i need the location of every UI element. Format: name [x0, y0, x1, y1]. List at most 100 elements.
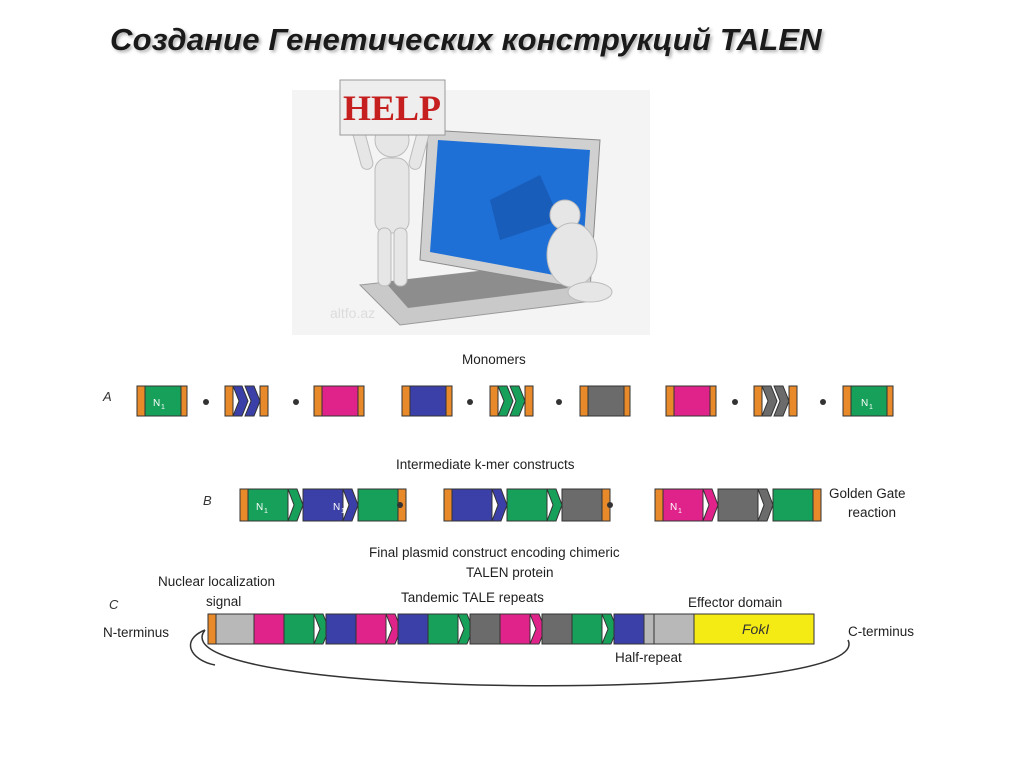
monomer-7-tail	[709, 385, 717, 417]
plasmid-loop-end	[189, 629, 216, 666]
construct-repeat-0	[253, 613, 285, 645]
kmer-1-body-2	[357, 488, 399, 522]
construct-repeat-10	[613, 613, 645, 645]
kmer-2-chev-1	[546, 488, 563, 522]
figure-body	[374, 157, 410, 234]
kmer-1-label-b-sub: 1	[341, 508, 345, 515]
construct-fokI	[693, 613, 815, 645]
construct-repeat-4	[397, 613, 429, 645]
sitting-figure-legs	[567, 281, 613, 303]
kmer-1-body-1	[302, 488, 344, 522]
row-a-letter: A	[103, 389, 112, 404]
n-terminus-label: N-terminus	[103, 625, 170, 640]
kmer-3-chev-0	[702, 488, 719, 522]
watermark: altfo.az	[330, 305, 375, 321]
monomer-5-chevron-b	[509, 385, 526, 417]
monomer-9-label-sub: 1	[869, 404, 873, 411]
plus-b1	[397, 502, 403, 508]
monomer-8-chevron-a	[761, 385, 778, 417]
monomer-3-tail	[357, 385, 365, 417]
monomer-4-tail	[445, 385, 453, 417]
figure-leg-left	[377, 227, 392, 287]
monomer-9-end	[842, 385, 852, 417]
kmer-3-body-0	[662, 488, 704, 522]
monomer-1-label-sub: 1	[161, 404, 165, 411]
plus-a6	[820, 399, 826, 405]
kmer-3-body-1	[717, 488, 759, 522]
fokI-label: FokI	[742, 621, 769, 637]
kmer-1-chev-1	[342, 488, 359, 522]
row-c-letter: C	[109, 597, 119, 612]
construct-chevron-3	[385, 613, 402, 645]
kmer-3-chev-1	[757, 488, 774, 522]
plus-b2	[607, 502, 613, 508]
tale-repeats-label: Tandemic TALE repeats	[401, 590, 544, 605]
plus-a2	[293, 399, 299, 405]
construct-c-domain	[653, 613, 695, 645]
construct-repeat-9	[571, 613, 603, 645]
slide-title: Создание Генетических конструкций TALEN	[110, 22, 822, 57]
monomer-2-chevron-b	[244, 385, 261, 417]
construct-repeat-3	[355, 613, 387, 645]
kmer-1-label-a: N	[256, 502, 263, 513]
kmer-3-label: N	[670, 502, 677, 513]
monomer-6-end	[579, 385, 589, 417]
monomer-1-body	[144, 385, 182, 417]
kmer-2-start	[443, 488, 453, 522]
plus-a3	[467, 399, 473, 405]
monomer-9-tail	[886, 385, 894, 417]
monomer-1-label: N	[153, 398, 160, 409]
monomer-4-end	[401, 385, 411, 417]
figure-leg-right	[393, 227, 408, 287]
final-construct-heading-1: Final plasmid construct encoding chimeri…	[369, 545, 620, 560]
monomer-2-end	[224, 385, 234, 417]
monomer-8-end	[753, 385, 763, 417]
kmer-1-chev-0	[287, 488, 304, 522]
construct-chevron-1	[313, 613, 330, 645]
monomer-5-tail	[524, 385, 534, 417]
construct-repeat-8	[541, 613, 573, 645]
monomer-9-label: N	[861, 398, 868, 409]
construct-repeat-1	[283, 613, 315, 645]
monomer-8-tail	[788, 385, 798, 417]
plus-a4	[556, 399, 562, 405]
construct-repeat-2	[325, 613, 357, 645]
screen-figure	[490, 175, 560, 240]
monomer-9-body	[850, 385, 888, 417]
monomer-4-body	[409, 385, 447, 417]
construct-half-repeat	[643, 613, 655, 645]
nls-label-2: signal	[206, 594, 242, 609]
kmer-2-body-0	[451, 488, 493, 522]
help-sign	[339, 79, 446, 136]
construct-chevron-7	[529, 613, 546, 645]
golden-gate-label-2: reaction	[848, 505, 897, 520]
kmer-1-start	[239, 488, 249, 522]
kmer-3-end	[812, 488, 822, 522]
construct-repeat-5	[427, 613, 459, 645]
construct-chevron-5	[457, 613, 474, 645]
construct-repeat-7	[499, 613, 531, 645]
kmer-2-body-2	[561, 488, 603, 522]
plus-a1	[203, 399, 209, 405]
kmer-3-body-2	[772, 488, 814, 522]
monomer-7-end	[665, 385, 675, 417]
monomer-2-chevron-a	[232, 385, 249, 417]
monomer-6-body	[587, 385, 625, 417]
kmer-1-label-a-sub: 1	[264, 508, 268, 515]
kmer-2-body-1	[506, 488, 548, 522]
nls-label-1: Nuclear localization	[158, 574, 276, 589]
monomer-1-end	[136, 385, 146, 417]
monomer-7-body	[673, 385, 711, 417]
construct-n-domain	[215, 613, 255, 645]
golden-gate-label-1: Golden Gate	[829, 486, 906, 501]
effector-domain-label: Effector domain	[688, 595, 783, 610]
kmer-heading: Intermediate k-mer constructs	[396, 457, 575, 472]
half-repeat-label: Half-repeat	[615, 650, 682, 665]
final-construct-heading-2: TALEN protein	[466, 565, 554, 580]
construct-chevron-9	[601, 613, 618, 645]
monomer-8-chevron-b	[773, 385, 790, 417]
kmer-1-body-0	[247, 488, 289, 522]
plus-a5	[732, 399, 738, 405]
